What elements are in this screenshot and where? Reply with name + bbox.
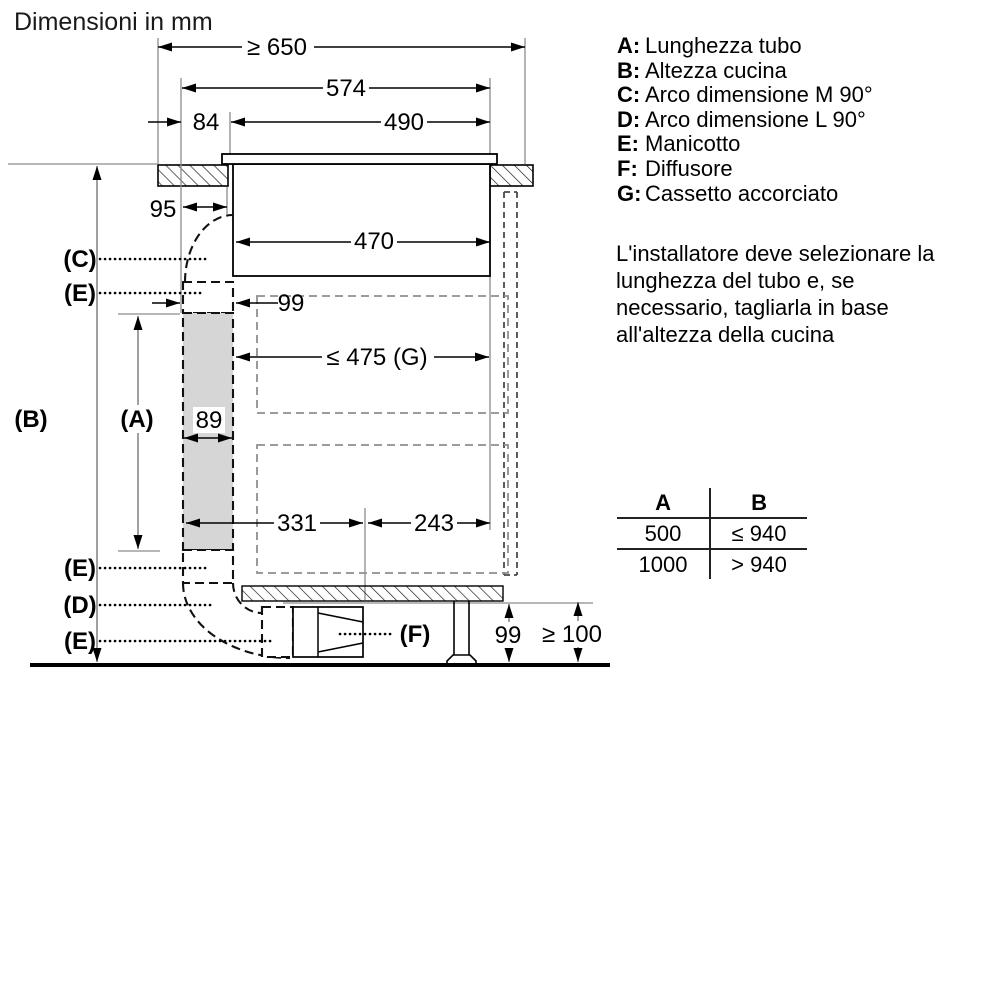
legend-letter: D: [617,106,641,132]
legend-text: Manicotto [645,131,741,157]
table-cell: ≤ 940 [731,520,787,546]
dim-650-label: ≥ 650 [247,34,307,61]
callout-B: (B) [14,406,47,433]
table-row: 500 ≤ 940 [617,519,807,550]
callout-labels: (B) (A) (C) (E) (E) (D) (E) (F) [14,246,430,655]
legend-item-d: D:Arco dimensione L 90° [617,106,873,133]
lower-drawer-box [256,444,509,574]
dimension-labels: ≥ 650 574 84 490 95 470 99 ≤ 475 (G) 89 … [150,34,602,649]
dim-95-label: 95 [150,196,177,223]
plinth-panel [241,585,504,602]
callout-E1: (E) [64,280,96,307]
leg-foot [446,654,477,665]
callout-D: (D) [63,592,96,619]
callout-E2: (E) [64,555,96,582]
cabinet-leg [446,601,477,665]
installer-note: L'installatore deve selezionare la lungh… [616,241,935,347]
elbow-l-outer-arc [181,582,291,660]
legend-letter: E: [617,131,639,157]
tube-length-table: A B 500 ≤ 940 1000 > 940 [617,488,807,579]
dim-475-label: ≤ 475 (G) [326,344,427,371]
legend-text: Altezza cucina [645,57,787,83]
text-backgrounds [116,34,605,648]
legend-text: Arco dimensione M 90° [645,82,873,108]
legend-text: Arco dimensione L 90° [645,106,866,132]
dim-100-label: ≥ 100 [542,621,602,648]
sleeve-diffuser [260,605,295,659]
legend-letter: C: [617,82,641,108]
countertop-right [489,164,534,187]
dim-470-label: 470 [354,228,394,255]
legend: A:Lunghezza tubo B:Altezza cucina C:Arco… [617,33,873,207]
legend-text: Diffusore [645,155,733,181]
table-header-b: B [751,489,767,515]
page-title: Dimensioni in mm [14,8,213,36]
table-cell: > 940 [731,551,787,577]
callout-leaders [98,257,397,643]
callout-F: (F) [400,621,431,648]
hob-top-plate [221,153,498,165]
legend-item-f: F: Diffusore [617,155,873,182]
legend-item-a: A:Lunghezza tubo [617,33,873,59]
legend-letter: A: [617,33,641,58]
legend-letter: F: [617,155,638,181]
legend-text: Lunghezza tubo [645,33,802,58]
callout-A: (A) [120,406,153,433]
elbow-m-arc [183,213,234,283]
sleeve-top [181,280,235,315]
legend-item-g: G:Cassetto accorciato [617,180,873,207]
legend-item-e: E:Manicotto [617,132,873,157]
hob-body [232,163,491,277]
dim-99-height-label: 99 [495,622,522,649]
dim-331-label: 331 [277,510,317,537]
legend-text: Cassetto accorciato [645,180,839,206]
dim-89-label: 89 [196,407,223,434]
callout-E3: (E) [64,628,96,655]
table-cell: 500 [617,519,712,548]
dim-243-label: 243 [414,510,454,537]
legend-letter: B: [617,57,641,83]
sleeve-bottom [181,548,235,585]
elbow-l-inner-arc [231,582,263,615]
dim-84-label: 84 [193,109,220,136]
legend-letter: G: [617,180,642,206]
callout-C: (C) [63,246,96,273]
dim-574-label: 574 [326,75,366,102]
diffuser [292,606,364,658]
table-header-row: A B [617,488,807,519]
dim-99-sleeve-label: 99 [278,290,305,317]
table-header-a: A [617,488,712,517]
table-cell: 1000 [617,550,712,579]
table-row: 1000 > 940 [617,550,807,579]
legend-item-c: C:Arco dimensione M 90° [617,83,873,108]
countertop-left [157,164,229,187]
rear-duct-option [503,191,518,576]
dim-490-label: 490 [384,109,424,136]
legend-item-b: B:Altezza cucina [617,57,873,84]
